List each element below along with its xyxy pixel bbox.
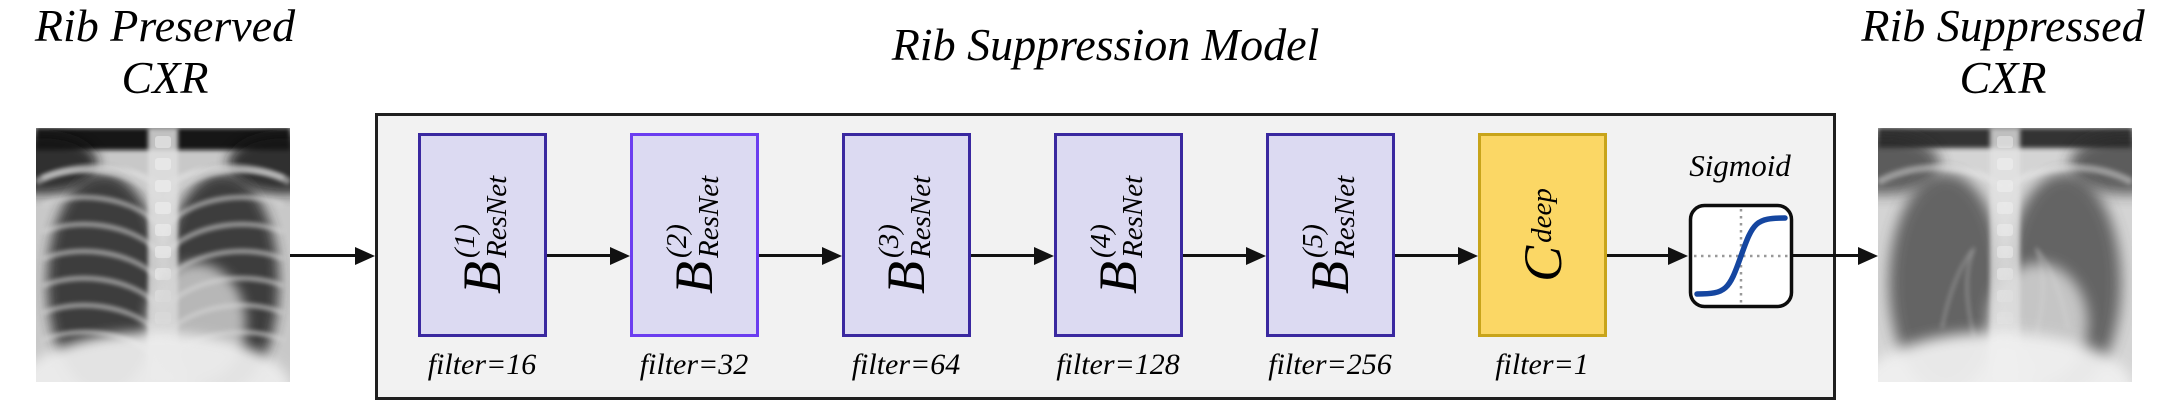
block-resnet-3-label: B (3) ResNet: [873, 175, 939, 295]
rib-suppressed-title-line1: Rib Suppressed: [1861, 0, 2145, 51]
arrow-block1-to-block2: [547, 254, 610, 257]
sigmoid-label: Sigmoid: [1689, 148, 1791, 183]
block-superscript: (2): [661, 224, 694, 259]
sigmoid-activation-icon: [1688, 203, 1794, 309]
block-superscript: (4): [1085, 224, 1118, 259]
block-superscript: (1): [449, 224, 482, 259]
block-scripts: (4) ResNet: [1085, 175, 1151, 259]
block-resnet-5-label: B (5) ResNet: [1297, 175, 1363, 295]
block-scripts: deep: [1525, 188, 1559, 243]
block-resnet-2-label: B (2) ResNet: [661, 175, 727, 295]
chest-xray-preserved-drawing: [36, 128, 290, 382]
block-cdeep-label: C deep: [1512, 188, 1573, 282]
block-resnet-1: B (1) ResNet: [418, 133, 547, 337]
block-resnet-4: B (4) ResNet: [1054, 133, 1183, 337]
block-superscript: (3): [873, 224, 906, 259]
arrow-cdeep-to-sigmoid: [1607, 254, 1668, 257]
chest-xray-suppressed-image: [1878, 128, 2132, 382]
filter-label-1: filter=16: [427, 348, 537, 381]
filter-label-3: filter=64: [851, 348, 961, 381]
block-subscript: ResNet: [905, 175, 938, 259]
block-symbol: B: [664, 261, 725, 295]
filter-label-5: filter=256: [1268, 348, 1392, 381]
block-symbol: B: [876, 261, 937, 295]
sigmoid-curve: [1694, 215, 1788, 297]
block-scripts: (2) ResNet: [661, 175, 727, 259]
block-superscript: (5): [1297, 224, 1330, 259]
block-symbol: B: [452, 261, 513, 295]
arrow-block4-to-block5: [1183, 254, 1246, 257]
block-resnet-4-label: B (4) ResNet: [1085, 175, 1151, 295]
model-title: Rib Suppression Model: [891, 19, 1320, 70]
arrow-block2-to-block3: [759, 254, 822, 257]
block-symbol: B: [1300, 261, 1361, 295]
chest-xray-suppressed-drawing: [1878, 128, 2132, 382]
block-resnet-3: B (3) ResNet: [842, 133, 971, 337]
block-scripts: (5) ResNet: [1297, 175, 1363, 259]
filter-label-4: filter=128: [1056, 348, 1180, 381]
block-symbol: B: [1088, 261, 1149, 295]
block-symbol: C: [1512, 245, 1573, 282]
rib-preserved-title-line2: CXR: [121, 51, 209, 103]
arrow-block3-to-block4: [971, 254, 1034, 257]
arrow-model-to-output: [1793, 254, 1858, 257]
block-subscript: deep: [1525, 188, 1558, 243]
block-scripts: (1) ResNet: [449, 175, 515, 259]
block-subscript: ResNet: [481, 175, 514, 259]
block-subscript: ResNet: [1329, 175, 1362, 259]
block-scripts: (3) ResNet: [873, 175, 939, 259]
rib-preserved-title-line1: Rib Preserved: [34, 0, 296, 51]
arrow-block5-to-cdeep: [1395, 254, 1458, 257]
arrow-input-to-model: [290, 254, 355, 257]
filter-label-2: filter=32: [639, 348, 749, 381]
rib-preserved-title: Rib Preserved CXR: [0, 0, 330, 104]
block-subscript: ResNet: [1117, 175, 1150, 259]
block-cdeep: C deep: [1478, 133, 1607, 337]
block-subscript: ResNet: [693, 175, 726, 259]
block-resnet-1-label: B (1) ResNet: [449, 175, 515, 295]
block-resnet-2: B (2) ResNet: [630, 133, 759, 337]
block-resnet-5: B (5) ResNet: [1266, 133, 1395, 337]
rib-suppressed-title-line2: CXR: [1959, 51, 2047, 103]
filter-label-6: filter=1: [1495, 348, 1589, 381]
chest-xray-preserved-image: [36, 128, 290, 382]
rib-suppressed-title: Rib Suppressed CXR: [1825, 0, 2181, 104]
